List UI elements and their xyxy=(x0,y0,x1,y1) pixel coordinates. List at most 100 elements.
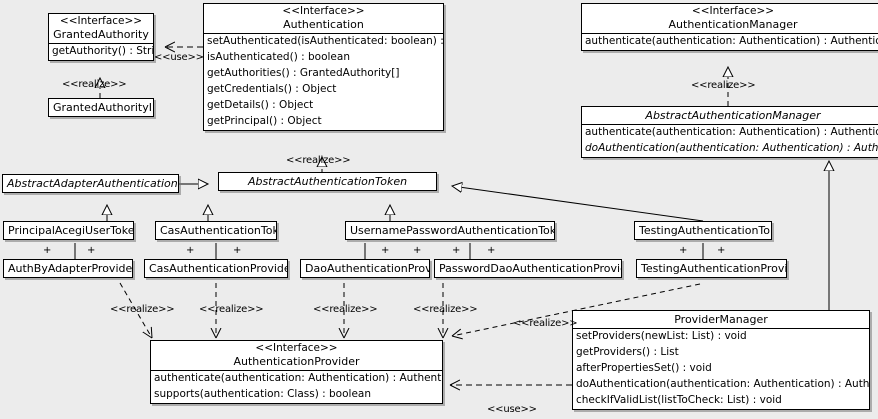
member-list: setAuthenticated(isAuthenticated: boolea… xyxy=(204,33,443,130)
class-name: TestingAuthenticationToken xyxy=(639,224,771,237)
node-header: CasAuthenticationToken xyxy=(156,222,276,239)
member-item: getProviders() : List xyxy=(576,346,679,359)
class-node-abstract-adapter-authentication-token[interactable]: AbstractAdapterAuthenticationToken xyxy=(2,174,179,194)
class-name: PrincipalAcegiUserToken xyxy=(8,224,134,237)
member-item: isAuthenticated() : boolean xyxy=(207,51,350,64)
member-list: authenticate(authentication: Authenticat… xyxy=(582,33,878,50)
edge-label-realize-auth-by-adapter: <<realize>> xyxy=(110,304,175,315)
class-name: AuthenticationProvider xyxy=(233,354,360,368)
node-header: AbstractAuthenticationToken xyxy=(219,173,436,190)
class-node-auth-by-adapter-provider[interactable]: AuthByAdapterProvider xyxy=(3,259,133,279)
association-multiplicity-plus: + xyxy=(381,245,390,256)
class-node-username-password-authentication-token[interactable]: UsernamePasswordAuthenticationToken xyxy=(345,221,555,241)
member-item: doAuthentication(authentication: Authent… xyxy=(585,142,878,155)
node-header: AuthByAdapterProvider xyxy=(4,260,132,277)
edge-label-use-authentication-granted: <<use>> xyxy=(154,52,204,63)
class-node-dao-authentication-provider[interactable]: DaoAuthenticationProvider xyxy=(300,259,430,279)
member-item: getPrincipal() : Object xyxy=(207,114,322,127)
class-node-cas-authentication-provider[interactable]: CasAuthenticationProvider xyxy=(144,259,288,279)
node-header: DaoAuthenticationProvider xyxy=(301,260,429,277)
member-item: authenticate(authentication: Authenticat… xyxy=(585,126,878,139)
member-item: supports(authentication: Class) : boolea… xyxy=(154,388,371,401)
class-name: UsernamePasswordAuthenticationToken xyxy=(350,224,555,237)
class-name: ProviderManager xyxy=(674,313,768,326)
association-multiplicity-plus: + xyxy=(43,245,52,256)
association-multiplicity-plus: + xyxy=(413,245,422,256)
class-name: CasAuthenticationToken xyxy=(160,224,276,237)
class-name: GrantedAuthorityImpl xyxy=(53,101,153,114)
class-node-testing-authentication-provider[interactable]: TestingAuthenticationProvider xyxy=(636,259,787,279)
member-list: authenticate(authentication: Authenticat… xyxy=(151,370,442,403)
class-node-authentication-manager[interactable]: <<Interface>> AuthenticationManager auth… xyxy=(581,3,878,52)
member-item: getAuthority() : String xyxy=(52,45,154,58)
member-item: authenticate(authentication: Authenticat… xyxy=(585,35,878,48)
node-header: TestingAuthenticationProvider xyxy=(637,260,786,277)
edge-label-realize-granted-impl: <<realize>> xyxy=(62,79,127,90)
class-node-authentication-provider[interactable]: <<Interface>> AuthenticationProvider aut… xyxy=(150,340,443,405)
member-item: getAuthorities() : GrantedAuthority[] xyxy=(207,67,400,80)
node-header: ProviderManager xyxy=(573,311,869,328)
class-name: GrantedAuthority xyxy=(53,27,149,41)
node-header: AbstractAuthenticationManager xyxy=(582,107,878,124)
class-name: AbstractAuthenticationToken xyxy=(247,175,408,188)
member-item: doAuthentication(authentication: Authent… xyxy=(576,378,870,391)
association-multiplicity-plus: + xyxy=(487,245,496,256)
edge-label-realize-dao-provider: <<realize>> xyxy=(313,304,378,315)
node-header: <<Interface>> AuthenticationManager xyxy=(582,4,878,33)
member-item: checkIfValidList(listToCheck: List) : vo… xyxy=(576,394,782,407)
association-multiplicity-plus: + xyxy=(717,245,726,256)
class-name: AuthByAdapterProvider xyxy=(8,262,133,275)
member-list: authenticate(authentication: Authenticat… xyxy=(582,124,878,157)
stereotype-label: <<Interface>> xyxy=(59,15,143,27)
member-item: getCredentials() : Object xyxy=(207,83,337,96)
association-multiplicity-plus: + xyxy=(87,245,96,256)
node-header: PrincipalAcegiUserToken xyxy=(4,222,133,239)
node-header: <<Interface>> GrantedAuthority xyxy=(49,14,153,43)
class-node-testing-authentication-token[interactable]: TestingAuthenticationToken xyxy=(634,221,772,241)
member-list: getAuthority() : String xyxy=(49,43,153,60)
edge-label-realize-cas-provider: <<realize>> xyxy=(199,304,264,315)
class-name: CasAuthenticationProvider xyxy=(149,262,288,275)
class-name: AuthenticationManager xyxy=(668,17,798,31)
member-item: getDetails() : Object xyxy=(207,99,314,112)
class-node-abstract-authentication-manager[interactable]: AbstractAuthenticationManager authentica… xyxy=(581,106,878,159)
association-multiplicity-plus: + xyxy=(233,245,242,256)
member-item: setProviders(newList: List) : void xyxy=(576,330,747,343)
node-header: <<Interface>> Authentication xyxy=(204,4,443,33)
class-node-abstract-authentication-token[interactable]: AbstractAuthenticationToken xyxy=(218,172,437,192)
node-header: <<Interface>> AuthenticationProvider xyxy=(151,341,442,370)
class-name: DaoAuthenticationProvider xyxy=(305,262,430,275)
node-header: UsernamePasswordAuthenticationToken xyxy=(346,222,554,239)
class-name: Authentication xyxy=(283,17,364,31)
class-node-granted-authority-impl[interactable]: GrantedAuthorityImpl xyxy=(48,98,154,118)
node-header: AbstractAdapterAuthenticationToken xyxy=(3,175,178,192)
edge-label-realize-password-dao-provider: <<realize>> xyxy=(413,304,478,315)
edge-label-realize-provider-manager: <<realize>> xyxy=(513,318,578,329)
class-name: AbstractAdapterAuthenticationToken xyxy=(7,177,178,190)
association-multiplicity-plus: + xyxy=(679,245,688,256)
stereotype-label: <<Interface>> xyxy=(691,5,775,17)
member-item: authenticate(authentication: Authenticat… xyxy=(154,372,442,385)
class-node-provider-manager[interactable]: ProviderManager setProviders(newList: Li… xyxy=(572,310,870,411)
edge-label-realize-abstract-manager: <<realize>> xyxy=(691,80,756,91)
node-header: GrantedAuthorityImpl xyxy=(49,99,153,116)
stereotype-label: <<Interface>> xyxy=(255,342,338,354)
class-node-cas-authentication-token[interactable]: CasAuthenticationToken xyxy=(155,221,277,241)
member-item: afterPropertiesSet() : void xyxy=(576,362,712,375)
class-name: AbstractAuthenticationManager xyxy=(645,109,821,122)
stereotype-label: <<Interface>> xyxy=(282,5,365,17)
class-name: TestingAuthenticationProvider xyxy=(641,262,786,275)
class-node-authentication[interactable]: <<Interface>> Authentication setAuthenti… xyxy=(203,3,444,131)
class-node-principal-acegi-user-token[interactable]: PrincipalAcegiUserToken xyxy=(3,221,134,241)
node-header: TestingAuthenticationToken xyxy=(635,222,771,239)
member-item: setAuthenticated(isAuthenticated: boolea… xyxy=(207,35,444,48)
node-header: CasAuthenticationProvider xyxy=(145,260,287,277)
class-node-granted-authority[interactable]: <<Interface>> GrantedAuthority getAuthor… xyxy=(48,13,154,62)
class-name: PasswordDaoAuthenticationProvider xyxy=(439,262,622,275)
edge-label-realize-abstract-token: <<realize>> xyxy=(286,155,351,166)
member-list: setProviders(newList: List) : void getPr… xyxy=(573,328,869,409)
node-header: PasswordDaoAuthenticationProvider xyxy=(435,260,621,277)
class-node-password-dao-authentication-provider[interactable]: PasswordDaoAuthenticationProvider xyxy=(434,259,622,279)
association-multiplicity-plus: + xyxy=(452,245,461,256)
